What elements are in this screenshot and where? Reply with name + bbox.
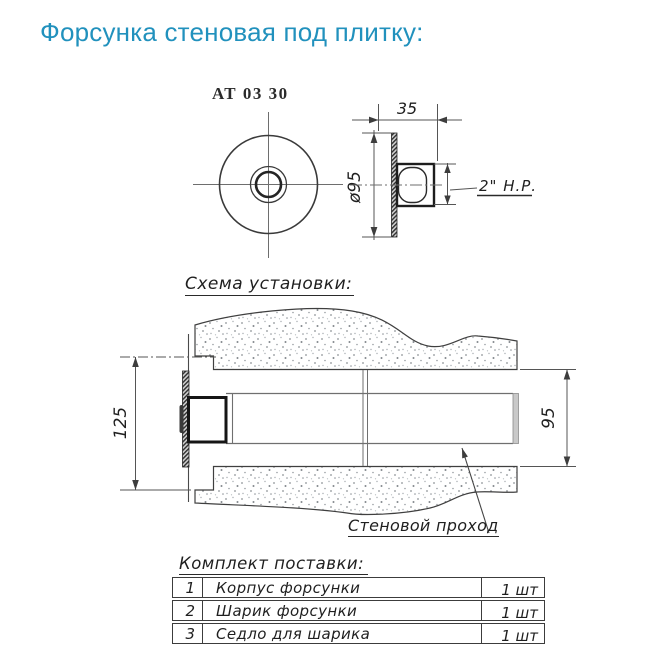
item-name: Седло для шарика: [216, 625, 371, 643]
package-table: 1 Корпус форсунки 1 шт 2 Шарик форсунки …: [172, 577, 545, 646]
callout-leader-line: [461, 447, 490, 534]
item-qty: 1 шт: [481, 578, 544, 599]
side-view: 35 ø95 2" Н.Р.: [345, 99, 537, 240]
dim-diameter-label: ø95: [345, 171, 365, 204]
dim-arrow: [563, 456, 571, 467]
dim-arrow: [444, 195, 451, 205]
wall-section-bottom: [194, 465, 518, 516]
dim-arrow: [370, 227, 378, 237]
row-number: 1: [173, 578, 203, 597]
item-qty: 1 шт: [481, 601, 544, 622]
dim-arrow: [563, 369, 571, 380]
dim-pipe-label: 95: [539, 407, 559, 429]
page-title: Форсунка стеновая под плитку:: [40, 17, 424, 47]
dim-arrow: [132, 357, 139, 367]
installation-heading: Схема установки:: [185, 274, 355, 296]
dim-arrow: [369, 116, 379, 124]
dim-arrow: [444, 164, 451, 173]
wall-passage-callout: Стеновой проход: [348, 516, 499, 537]
item-qty: 1 шт: [481, 624, 544, 645]
dim-arrow: [437, 116, 447, 124]
table-row: 2 Шарик форсунки 1 шт: [172, 600, 545, 622]
model-number-label: АТ 03 30: [212, 84, 289, 103]
row-number: 2: [173, 601, 203, 620]
installation-scheme: 125 95: [111, 307, 576, 534]
table-row: 3 Седло для шарика 1 шт: [172, 623, 545, 645]
dim-arrow: [370, 133, 378, 143]
item-name: Шарик форсунки: [216, 602, 358, 620]
row-number: 3: [173, 624, 203, 643]
nozzle-front-cap: [179, 405, 184, 433]
callout-arrow: [462, 448, 468, 459]
front-view: [193, 112, 343, 258]
dim-depth-label: 35: [397, 99, 417, 118]
wall-section-top: [194, 307, 518, 371]
thread-size-label: 2" Н.Р.: [479, 177, 537, 195]
dim-arrow: [132, 480, 139, 490]
package-heading: Комплект поставки:: [179, 554, 369, 575]
dim-height-label: 125: [111, 407, 131, 439]
tube-end-cap: [512, 393, 519, 444]
nozzle-body-installed: [187, 396, 228, 444]
item-name: Корпус форсунки: [216, 579, 361, 597]
table-row: 1 Корпус форсунки 1 шт: [172, 577, 545, 599]
